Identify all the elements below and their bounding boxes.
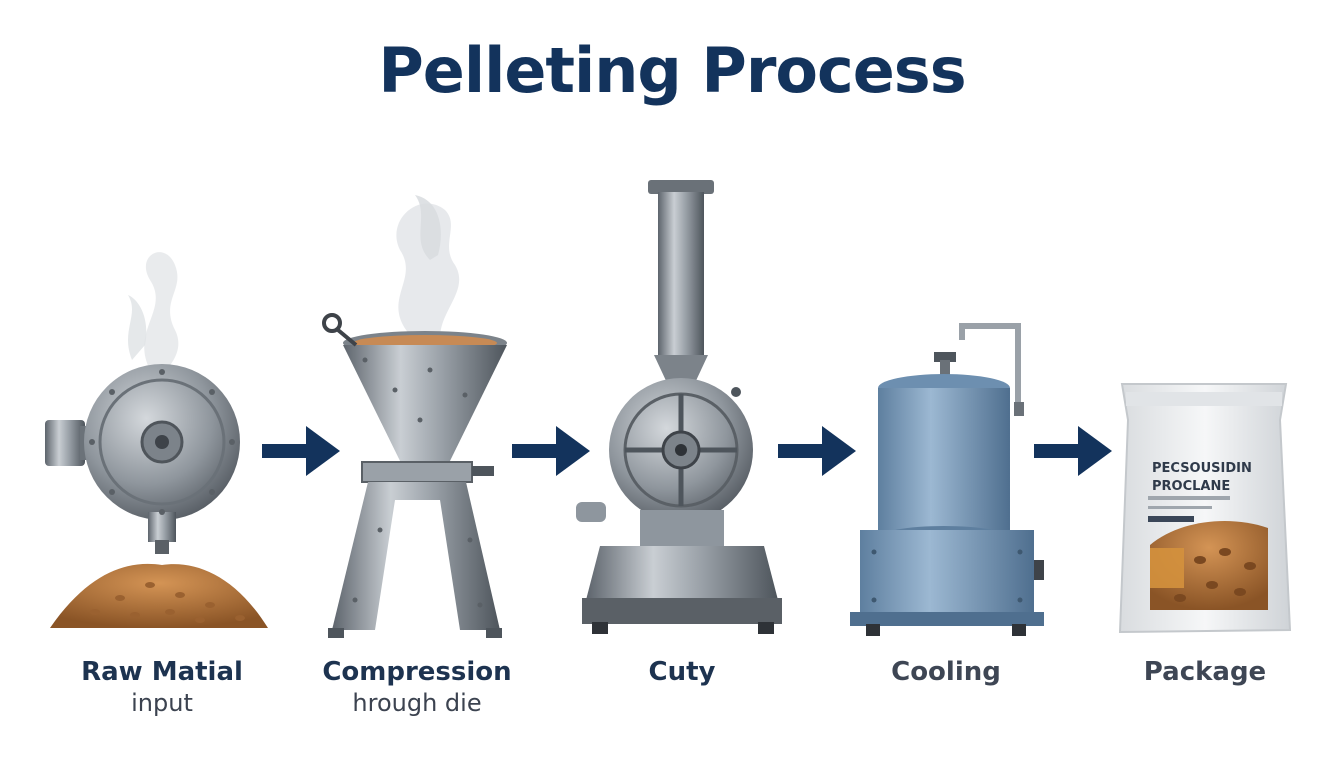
arrow-right-icon [778, 426, 856, 476]
step-label-cooling: Cooling [856, 657, 1036, 688]
arrow-right-icon [1034, 426, 1112, 476]
arrow-right-icon [512, 426, 590, 476]
page-title: Pelleting Process [378, 34, 966, 107]
step-title: Package [1143, 657, 1267, 687]
step-subtitle: input [131, 688, 193, 717]
grinder-machine-icon [45, 252, 268, 628]
step-title: Compression [322, 657, 512, 687]
step-label-raw-material: Raw Matial input [52, 657, 272, 717]
step-title: Cuty [648, 657, 716, 687]
pellet-cutter-icon [576, 180, 782, 634]
arrow-right-icon [262, 426, 340, 476]
compression-hopper-icon [322, 195, 507, 638]
pellet-bag-icon: PECSOUSIDIN PROCLANE [1118, 383, 1292, 634]
step-label-cutting: Cuty [592, 657, 772, 688]
step-label-package: Package [1110, 657, 1300, 688]
step-subtitle: hrough die [352, 688, 482, 717]
cooling-tank-icon [850, 323, 1044, 636]
package-text-line2: PROCLANE [1152, 479, 1230, 494]
package-text-line1: PECSOUSIDIN [1152, 461, 1252, 476]
step-title: Cooling [891, 657, 1001, 687]
step-title: Raw Matial [81, 657, 243, 687]
step-label-compression: Compression hrough die [302, 657, 532, 717]
